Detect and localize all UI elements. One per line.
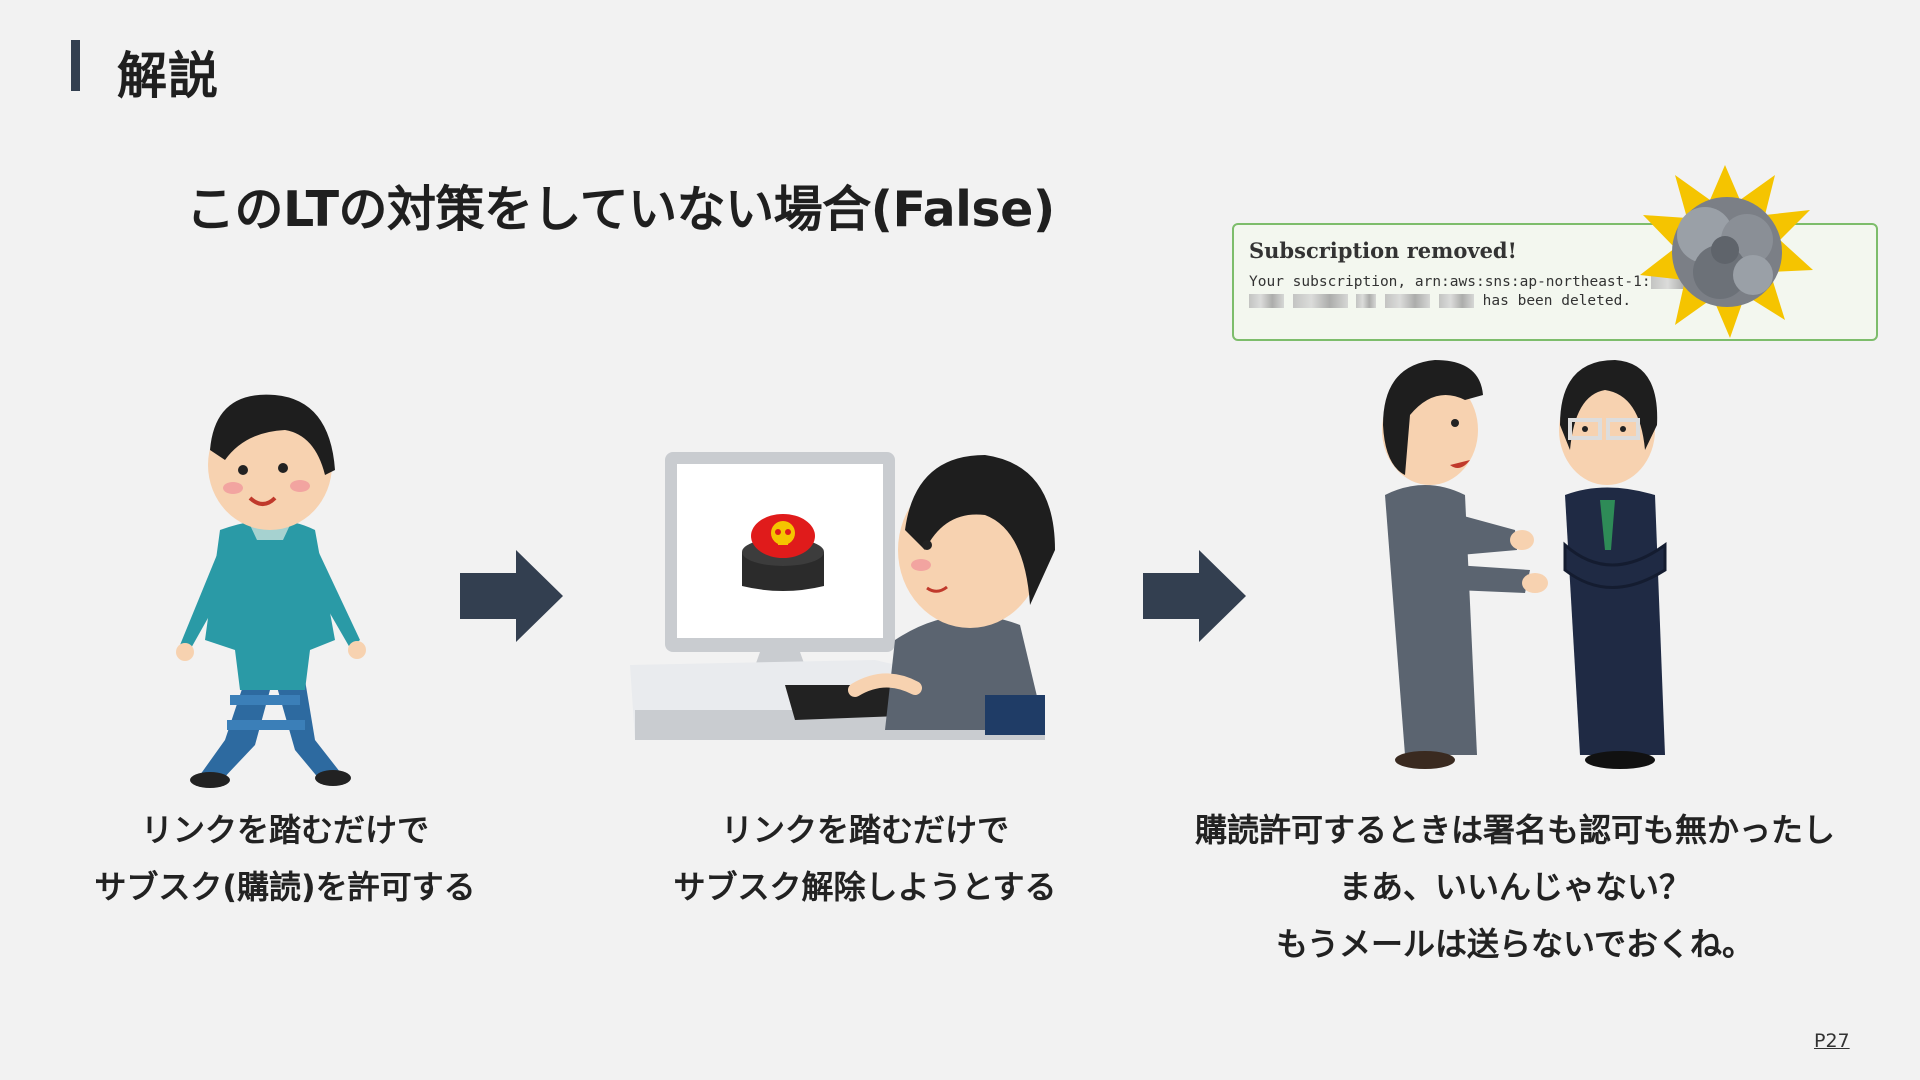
notice-body-line1: Your subscription, arn:aws:sns:ap-northe… (1249, 274, 1651, 290)
arrow-right-icon (460, 550, 563, 642)
redacted-block (1356, 294, 1377, 308)
skull-button-icon (742, 514, 824, 591)
step3-caption-line2: まあ、いいんじゃない？ (1338, 868, 1691, 906)
step2-caption-line2: サブスク解除しようとする (673, 868, 1057, 906)
redacted-block (1438, 294, 1474, 308)
walking-man-icon (176, 394, 366, 788)
step3-caption-line3: もうメールは送らないでおくね。 (1275, 925, 1755, 963)
step3-caption: 購読許可するときは署名も認可も無かったし まあ、いいんじゃない？ もうメールは送… (1165, 802, 1865, 973)
notice-title: Subscription removed! (1249, 238, 1517, 263)
step1-caption-line2: サブスク(購読)を許可する (94, 868, 476, 906)
step3-caption-line1: 購読許可するときは署名も認可も無かったし (1194, 811, 1835, 849)
slide-subtitle: このLTの対策をしていない場合(False) (186, 181, 1055, 238)
page-title: 解説 (117, 47, 219, 105)
step1-caption-line1: リンクを踏むだけで (140, 811, 429, 849)
title-accent-bar (71, 40, 80, 91)
notice-body: Your subscription, arn:aws:sns:ap-northe… (1249, 273, 1701, 311)
redacted-block (1249, 294, 1284, 308)
arrow-right-icon (1143, 550, 1246, 642)
redacted-block (1292, 294, 1348, 308)
two-businessmen-icon (1382, 360, 1667, 769)
redacted-block (1385, 294, 1431, 308)
computer-user-icon (630, 452, 1055, 740)
notice-body-line2: has been deleted. (1482, 293, 1632, 309)
step2-caption-line1: リンクを踏むだけで (720, 811, 1009, 849)
explosion-icon (1640, 165, 1813, 338)
step1-caption: リンクを踏むだけで サブスク(購読)を許可する (50, 802, 520, 916)
page-number[interactable]: P27 (1814, 1030, 1850, 1052)
step2-caption: リンクを踏むだけで サブスク解除しようとする (630, 802, 1100, 916)
